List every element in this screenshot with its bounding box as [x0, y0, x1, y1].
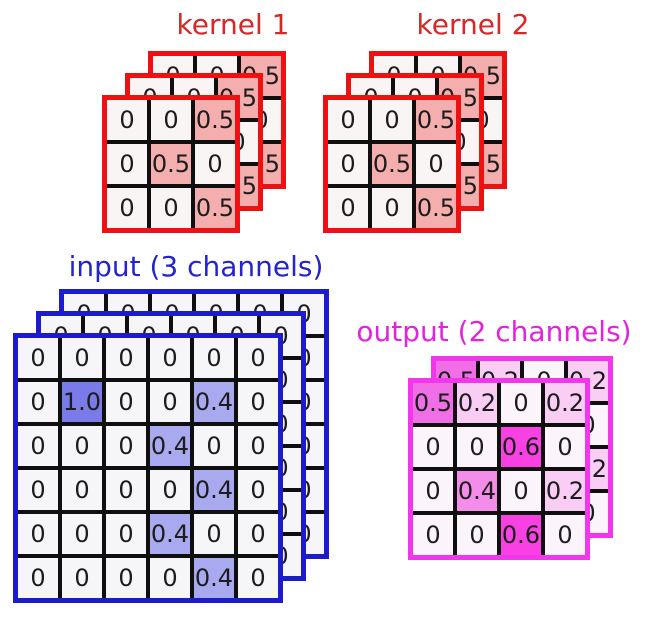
kernel2-cell-r3c1: 0	[328, 188, 368, 228]
input-cell-r3c1: 0	[18, 426, 58, 466]
kernel1-cell-r2c1: 0	[107, 144, 147, 184]
output-cell-r2c4: 0	[545, 427, 585, 467]
input-cell-r6c3: 0	[106, 558, 146, 598]
input-cell-r1c1: 0	[18, 338, 58, 378]
input-cell-r5c6: 0	[238, 514, 278, 554]
output-cell-r3c3: 0	[501, 471, 541, 511]
output-cell-r4c3: 0.6	[501, 515, 541, 555]
input-cell-r2c5: 0.4	[194, 382, 234, 422]
output-cell-r4c2: 0	[457, 515, 497, 555]
input-cell-r2c2: 1.0	[62, 382, 102, 422]
output-cell-r2c3: 0.6	[501, 427, 541, 467]
output-cell-r1c4: 0.2	[545, 383, 585, 423]
input-cell-r6c5: 0.4	[194, 558, 234, 598]
input-cell-r3c4: 0.4	[150, 426, 190, 466]
input-cell-r3c3: 0	[106, 426, 146, 466]
output-cell-r3c1: 0	[413, 471, 453, 511]
kernel1-cell-r3c2: 0	[151, 188, 191, 228]
kernel2-cell-r2c3: 0	[416, 144, 456, 184]
input-cell-r6c2: 0	[62, 558, 102, 598]
kernel1-cell-r1c2: 0	[151, 100, 191, 140]
input-cell-r2c6: 0	[238, 382, 278, 422]
output-title: output (2 channels)	[356, 315, 632, 348]
output-cell-r2c1: 0	[413, 427, 453, 467]
input-cell-r1c6: 0	[238, 338, 278, 378]
input-cell-r2c3: 0	[106, 382, 146, 422]
output-cell-r1c2: 0.2	[457, 383, 497, 423]
output-cell-r4c1: 0	[413, 515, 453, 555]
input-cell-r4c3: 0	[106, 470, 146, 510]
kernel1-cell-r3c3: 0.5	[195, 188, 235, 228]
output-cell-r1c3: 0	[501, 383, 541, 423]
kernel2-cell-r3c3: 0.5	[416, 188, 456, 228]
input-cell-r1c4: 0	[150, 338, 190, 378]
kernel2-cell-r2c1: 0	[328, 144, 368, 184]
input-cell-r4c5: 0.4	[194, 470, 234, 510]
input-cell-r6c4: 0	[150, 558, 190, 598]
input-cell-r5c2: 0	[62, 514, 102, 554]
kernel2-title: kernel 2	[416, 8, 530, 41]
output-cell-r4c4: 0	[545, 515, 585, 555]
kernel2-cell-r1c1: 0	[328, 100, 368, 140]
kernel2-cell-r3c2: 0	[372, 188, 412, 228]
kernel2-cell-r1c2: 0	[372, 100, 412, 140]
output-cell-r1c1: 0.5	[413, 383, 453, 423]
input-cell-r1c2: 0	[62, 338, 102, 378]
input-cell-r3c5: 0	[194, 426, 234, 466]
input-cell-r5c1: 0	[18, 514, 58, 554]
kernel1-title: kernel 1	[176, 8, 290, 41]
input-cell-r4c1: 0	[18, 470, 58, 510]
input-cell-r3c2: 0	[62, 426, 102, 466]
input-cell-r6c6: 0	[238, 558, 278, 598]
output-cell-r3c4: 0.2	[545, 471, 585, 511]
kernel2-cell-r1c3: 0.5	[416, 100, 456, 140]
input-cell-r2c1: 0	[18, 382, 58, 422]
input-cell-r4c6: 0	[238, 470, 278, 510]
kernel1-cell-r3c1: 0	[107, 188, 147, 228]
output-cell-r2c2: 0	[457, 427, 497, 467]
input-cell-r4c2: 0	[62, 470, 102, 510]
input-cell-r5c4: 0.4	[150, 514, 190, 554]
input-cell-r4c4: 0	[150, 470, 190, 510]
input-cell-r6c1: 0	[18, 558, 58, 598]
input-cell-r3c6: 0	[238, 426, 278, 466]
input-cell-r5c3: 0	[106, 514, 146, 554]
kernel1-cell-r2c2: 0.5	[151, 144, 191, 184]
kernel1-cell-r2c3: 0	[195, 144, 235, 184]
output-cell-r3c2: 0.4	[457, 471, 497, 511]
input-cell-r1c5: 0	[194, 338, 234, 378]
input-cell-r1c3: 0	[106, 338, 146, 378]
kernel1-cell-r1c3: 0.5	[195, 100, 235, 140]
kernel2-cell-r2c2: 0.5	[372, 144, 412, 184]
kernel1-cell-r1c1: 0	[107, 100, 147, 140]
input-cell-r5c5: 0	[194, 514, 234, 554]
input-title: input (3 channels)	[68, 250, 324, 283]
input-cell-r2c4: 0	[150, 382, 190, 422]
